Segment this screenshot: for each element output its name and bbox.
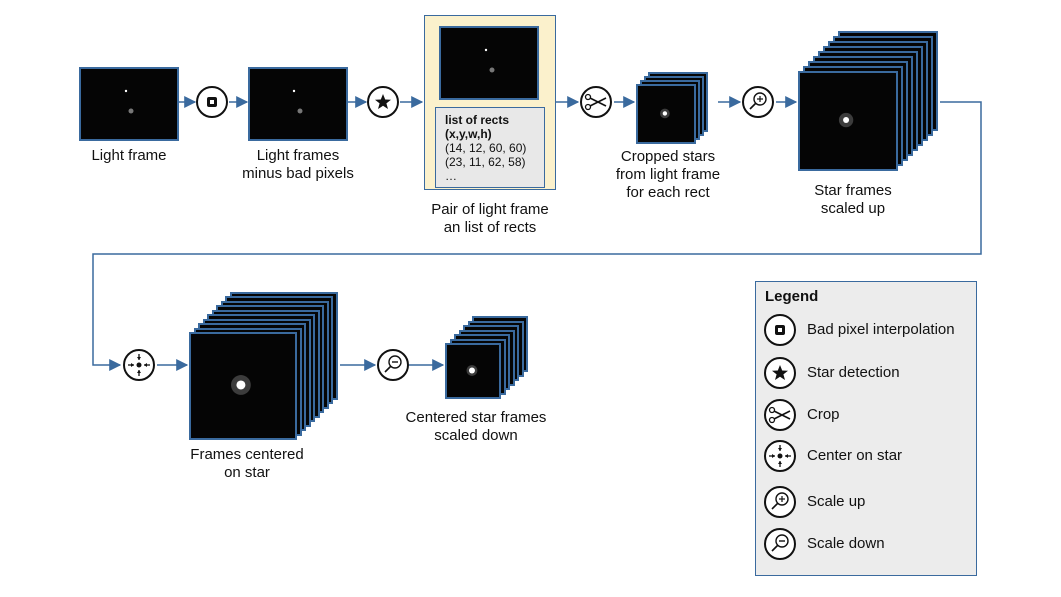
rect-row: (14, 12, 60, 60) [445,141,527,155]
rects-subtitle: (x,y,w,h) [445,127,492,141]
crop-step [580,86,612,118]
label-line: from light frame [615,166,721,183]
legend-label: Bad pixel interpolation [807,321,955,338]
light-frames-minus-bad-pixels-image [248,67,348,141]
scaled-down-label: Centered star frames scaled down [396,409,556,445]
zoom-out-icon [764,528,796,560]
label-line: Cropped stars [620,148,716,165]
bad-pixel-icon [764,314,796,346]
star-frames-scaled-up-label: Star frames scaled up [788,182,918,218]
light-frame-label: Light frame [91,147,167,164]
stacked-frame [798,71,898,171]
zoom-in-icon [764,486,796,518]
label-line: on star [224,464,270,481]
scale-down-step [377,349,409,381]
center-icon [128,354,150,376]
star-icon [375,94,391,109]
stacked-frame [445,343,501,399]
label-line: Centered star frames [405,409,547,426]
stacked-frame [636,84,696,144]
frames-centered-label: Frames centered on star [172,446,322,482]
center-icon [764,440,796,472]
pair-label: Pair of light frame an list of rects [420,201,560,237]
label-line: scaled up [820,200,886,217]
rect-row: (23, 11, 62, 58) [445,155,526,169]
label-line: minus bad pixels [242,165,354,182]
scissors-icon [764,399,796,431]
bad-pixel-interpolation-step [196,86,228,118]
rects-title: list of rects [445,113,510,127]
legend-panel: Legend Bad pixel interpolation Star dete… [755,281,977,576]
legend-label: Center on star [807,447,903,464]
stacked-frame [189,332,297,440]
label-line: Pair of light frame [431,201,549,218]
cropped-stars-label: Cropped stars from light frame for each … [603,148,733,202]
center-on-star-step [123,349,155,381]
label-line: scaled down [434,427,518,444]
light-frame-image [79,67,179,141]
zoom-in-icon [749,92,767,110]
pair-light-frame-image [439,26,539,100]
scale-up-step [742,86,774,118]
rects-list-box: list of rects (x,y,w,h) (14, 12, 60, 60)… [435,107,545,188]
legend-title: Legend [765,288,819,305]
legend-label: Crop [807,406,840,423]
legend-label: Scale down [807,535,885,552]
light-frames-minus-bad-pixels-label: Light frames minus bad pixels [228,147,368,183]
scissors-icon [584,93,607,111]
legend-label: Star detection [807,364,900,381]
legend-label: Scale up [807,493,866,510]
star-icon [764,357,796,389]
zoom-out-icon [384,355,402,373]
label-line: for each rect [626,184,710,201]
star-detection-step [367,86,399,118]
label-line: Star frames [814,182,892,199]
bad-pixel-icon [207,97,217,107]
rect-more: … [445,169,457,183]
label-line: Frames centered [190,446,304,463]
label-line: Light frames [256,147,340,164]
label-line: an list of rects [443,219,537,236]
